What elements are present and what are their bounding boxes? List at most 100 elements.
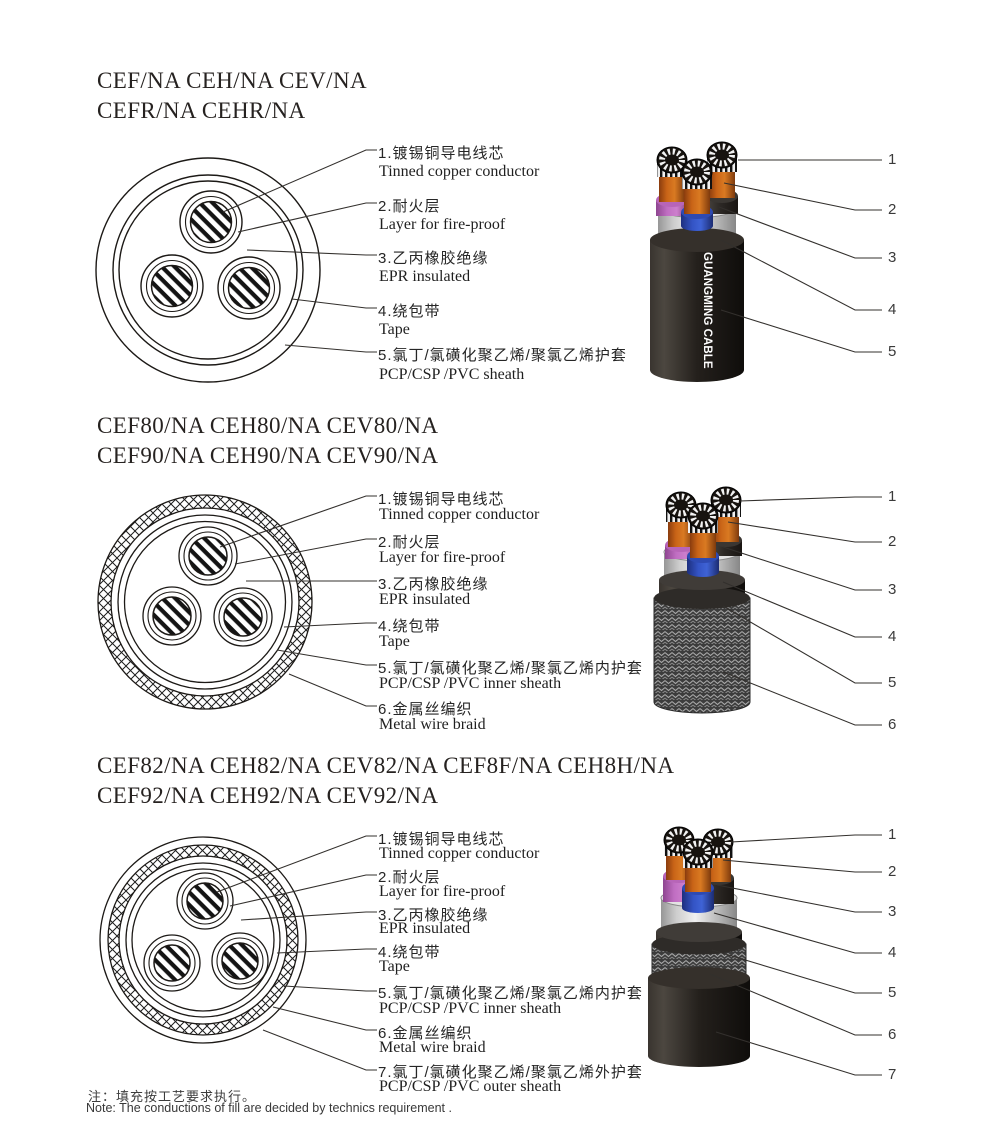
leader-lines-labels-3 [216,835,377,1071]
core-left [140,254,204,318]
outer-sheath-cylinder [648,978,750,1067]
s2-callout-3: 3 [888,581,897,598]
s2-callout-6: 6 [888,716,897,733]
s2-callout-2: 2 [888,533,897,550]
core-black [710,486,742,556]
s3-label4-en: Tape [379,958,410,975]
inner-sheath-ring [125,862,281,1018]
s2-label2-en: Layer for fire-proof [379,549,506,566]
s1-label1-en: Tinned copper conductor [379,163,540,180]
s2-label6-zh: 6.金属丝编织 [378,701,473,718]
core-top [179,190,243,254]
conductor [189,200,233,244]
s3-label1-zh: 1.镀锡铜导电线芯 [378,831,505,848]
s2-callout-5: 5 [888,674,897,691]
s3-label1-en: Tinned copper conductor [379,845,540,862]
s1-label4-en: Tape [379,321,410,338]
s1-callout-1: 1 [888,151,897,168]
s2-label4-zh: 4.绕包带 [378,618,441,635]
leader-lines-labels-2 [219,495,377,707]
leader-lines-numbers-2 [722,496,882,726]
tape-ring [123,520,287,684]
core-left [142,586,202,646]
s3-label3-en: EPR insulated [379,920,471,937]
s3-label4-zh: 4.绕包带 [378,944,441,961]
s1-label3-zh: 3.乙丙橡胶绝缘 [378,250,489,267]
s3-label2-en: Layer for fire-proof [379,883,506,900]
section3-title-line1: CEF82/NA CEH82/NA CEV82/NA CEF8F/NA CEH8… [97,753,675,778]
s3-callout-7: 7 [888,1066,897,1083]
section3-title-line2: CEF92/NA CEH92/NA CEV92/NA [97,783,439,808]
s2-label1-zh: 1.镀锡铜导电线芯 [378,491,505,508]
braid-cylinder [653,597,751,714]
s3-label7-zh: 7.氯丁/氯磺化聚乙烯/聚氯乙烯外护套 [378,1064,643,1081]
s3-callout-1: 1 [888,826,897,843]
s2-label5-en: PCP/CSP /PVC inner sheath [379,675,562,692]
s1-callout-3: 3 [888,249,897,266]
cable-render-2 [653,486,751,714]
s1-callout-4: 4 [888,301,897,318]
brand-text: GUANGMING CABLE [701,252,713,370]
s3-label7-en: PCP/CSP /PVC outer sheath [379,1078,562,1095]
s2-label5-zh: 5.氯丁/氯磺化聚乙烯/聚氯乙烯内护套 [378,660,643,677]
s3-callout-2: 2 [888,863,897,880]
sheath-rim [650,228,744,252]
s1-label4-zh: 4.绕包带 [378,303,441,320]
s3-callout-6: 6 [888,1026,897,1043]
s1-label5-zh: 5.氯丁/氯磺化聚乙烯/聚氯乙烯护套 [378,347,627,364]
note-zh: 注：填充按工艺要求执行。 [88,1089,257,1104]
s2-callout-4: 4 [888,628,897,645]
s3-callout-4: 4 [888,944,897,961]
s3-label6-zh: 6.金属丝编织 [378,1025,473,1042]
s3-label3-zh: 3.乙丙橡胶绝缘 [378,907,489,924]
section2-title-line2: CEF90/NA CEH90/NA CEV90/NA [97,443,439,468]
s2-label1-en: Tinned copper conductor [379,506,540,523]
s3-label5-zh: 5.氯丁/氯磺化聚乙烯/聚氯乙烯内护套 [378,985,643,1002]
leader-lines-labels-1 [222,149,377,353]
core-right [217,256,281,320]
core-top [176,872,234,930]
tape-ring [131,868,275,1012]
s1-label3-en: EPR insulated [379,268,471,285]
s3-callout-5: 5 [888,984,897,1001]
outer-sheath [650,240,744,382]
s1-callout-2: 2 [888,201,897,218]
outer-sheath-ring [99,836,307,1044]
sheath-ring [95,157,321,383]
inner-sheath-ring [117,514,293,690]
s3-label2-zh: 2.耐火层 [378,869,441,886]
cable-render-1: GUANGMING CABLE [650,141,744,382]
core-blue [681,158,713,231]
core-pink [656,146,688,216]
s3-label6-en: Metal wire braid [379,1039,486,1056]
cross-section-1 [95,157,321,383]
cross-section-2 [97,494,313,710]
s1-label5-en: PCP/CSP /PVC sheath [379,366,525,383]
section1-title-line1: CEF/NA CEH/NA CEV/NA [97,68,367,93]
core-left [143,934,201,992]
s2-label3-zh: 3.乙丙橡胶绝缘 [378,576,489,593]
core-blue [682,838,714,913]
s1-callout-5: 5 [888,343,897,360]
cable-render-3 [648,826,750,1067]
s2-label2-zh: 2.耐火层 [378,534,441,551]
core-black [706,141,738,214]
s3-callout-3: 3 [888,903,897,920]
s2-label3-en: EPR insulated [379,591,471,608]
core-blue [687,502,719,577]
s1-label2-en: Layer for fire-proof [379,216,506,233]
note-en: Note: The conductions of fill are decide… [86,1101,452,1115]
s2-callout-1: 1 [888,488,897,505]
s3-label5-en: PCP/CSP /PVC inner sheath [379,1000,562,1017]
cross-section-3 [99,836,307,1044]
leader-lines-numbers-3 [709,834,882,1076]
s2-label6-en: Metal wire braid [379,716,486,733]
section1-title-line2: CEFR/NA CEHR/NA [97,98,306,123]
braid-ring [98,495,312,709]
tape-ring [118,180,298,360]
core-top [178,526,238,586]
s2-label4-en: Tape [379,633,410,650]
s1-label1-zh: 1.镀锡铜导电线芯 [378,145,505,162]
